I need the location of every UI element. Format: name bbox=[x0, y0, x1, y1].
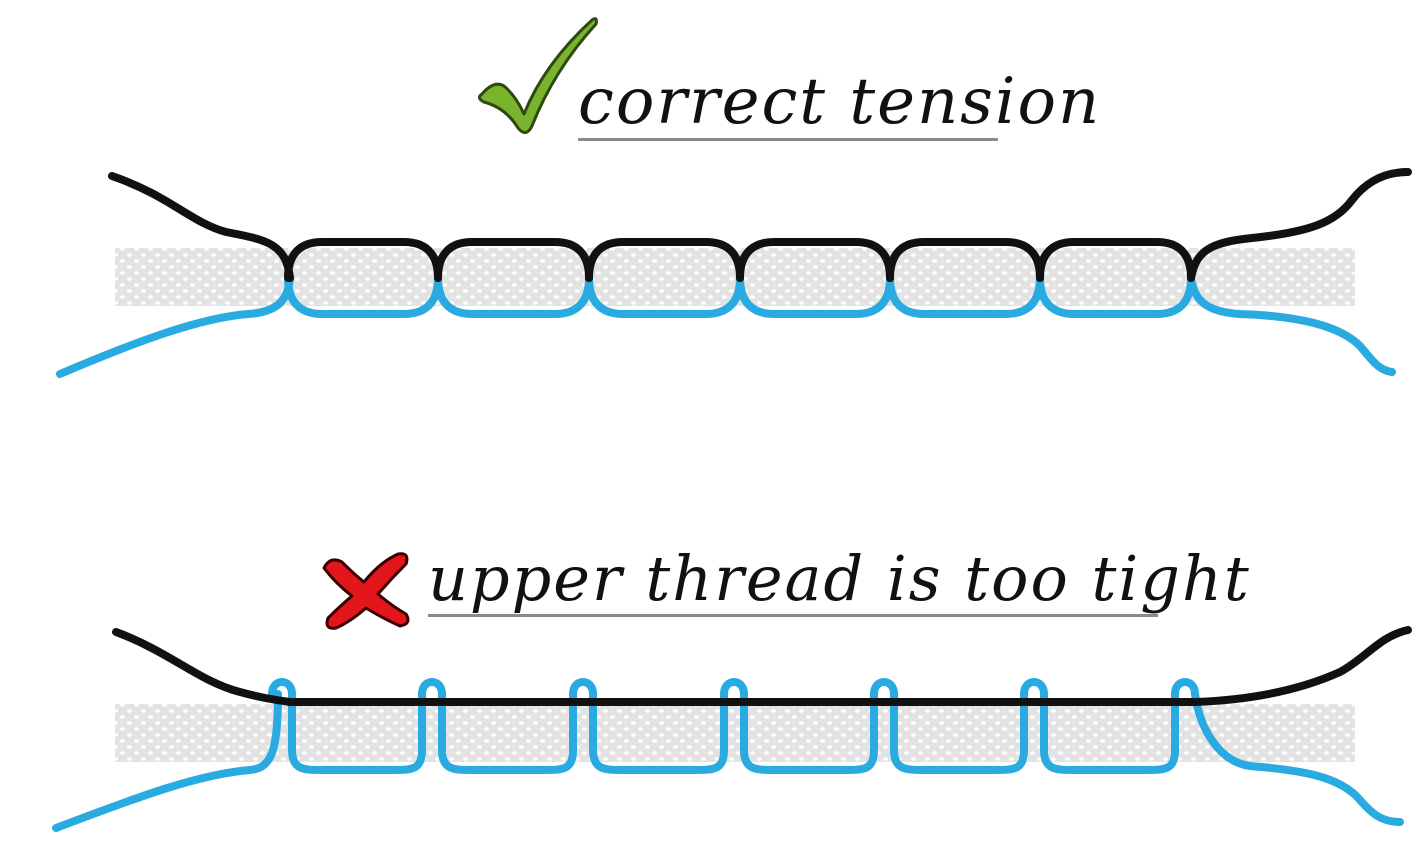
fabric-strip bbox=[115, 704, 1355, 762]
upper-thread bbox=[112, 626, 1412, 706]
check-icon bbox=[477, 17, 598, 134]
caption-underline bbox=[578, 138, 998, 141]
panel-upper-too-tight bbox=[52, 626, 1412, 832]
upper-thread-loop bbox=[736, 238, 894, 282]
lower-thread-loop bbox=[438, 690, 577, 774]
upper-thread bbox=[108, 168, 1412, 282]
lower-thread-tail-right bbox=[1187, 274, 1396, 376]
lower-thread bbox=[52, 678, 1404, 832]
upper-thread-tail-left bbox=[108, 172, 294, 282]
lower-thread-loop bbox=[1036, 274, 1195, 318]
upper-thread-loop bbox=[434, 238, 593, 282]
upper-thread-tail-right bbox=[1187, 168, 1412, 282]
lower-thread-loop bbox=[740, 690, 878, 774]
lower-thread-loop bbox=[736, 274, 894, 318]
lower-thread-tail-left bbox=[56, 274, 294, 378]
lower-thread-loop bbox=[284, 274, 442, 318]
lower-thread-loop bbox=[434, 274, 593, 318]
panel-correct-tension bbox=[56, 168, 1412, 378]
caption-underline bbox=[428, 614, 1158, 617]
lower-thread-loop bbox=[288, 690, 426, 774]
lower-thread-loop bbox=[1040, 690, 1179, 774]
lower-thread-loop bbox=[890, 690, 1028, 774]
upper-thread-line bbox=[112, 626, 1412, 706]
lower-thread-loop bbox=[886, 274, 1044, 318]
caption-correct-tension: correct tension bbox=[578, 65, 1102, 139]
lower-thread-loop bbox=[585, 274, 744, 318]
lower-thread-tail-right bbox=[1191, 690, 1404, 826]
lower-thread bbox=[56, 274, 1396, 378]
upper-thread-loop bbox=[1036, 238, 1195, 282]
lower-thread-loop bbox=[589, 690, 728, 774]
caption-upper-too-tight: upper thread is too tight bbox=[428, 542, 1251, 615]
upper-thread-loop bbox=[886, 238, 1044, 282]
lower-thread-tail-left bbox=[52, 690, 282, 832]
cross-icon bbox=[322, 552, 410, 630]
upper-thread-loop bbox=[585, 238, 744, 282]
upper-thread-loop bbox=[284, 238, 442, 282]
